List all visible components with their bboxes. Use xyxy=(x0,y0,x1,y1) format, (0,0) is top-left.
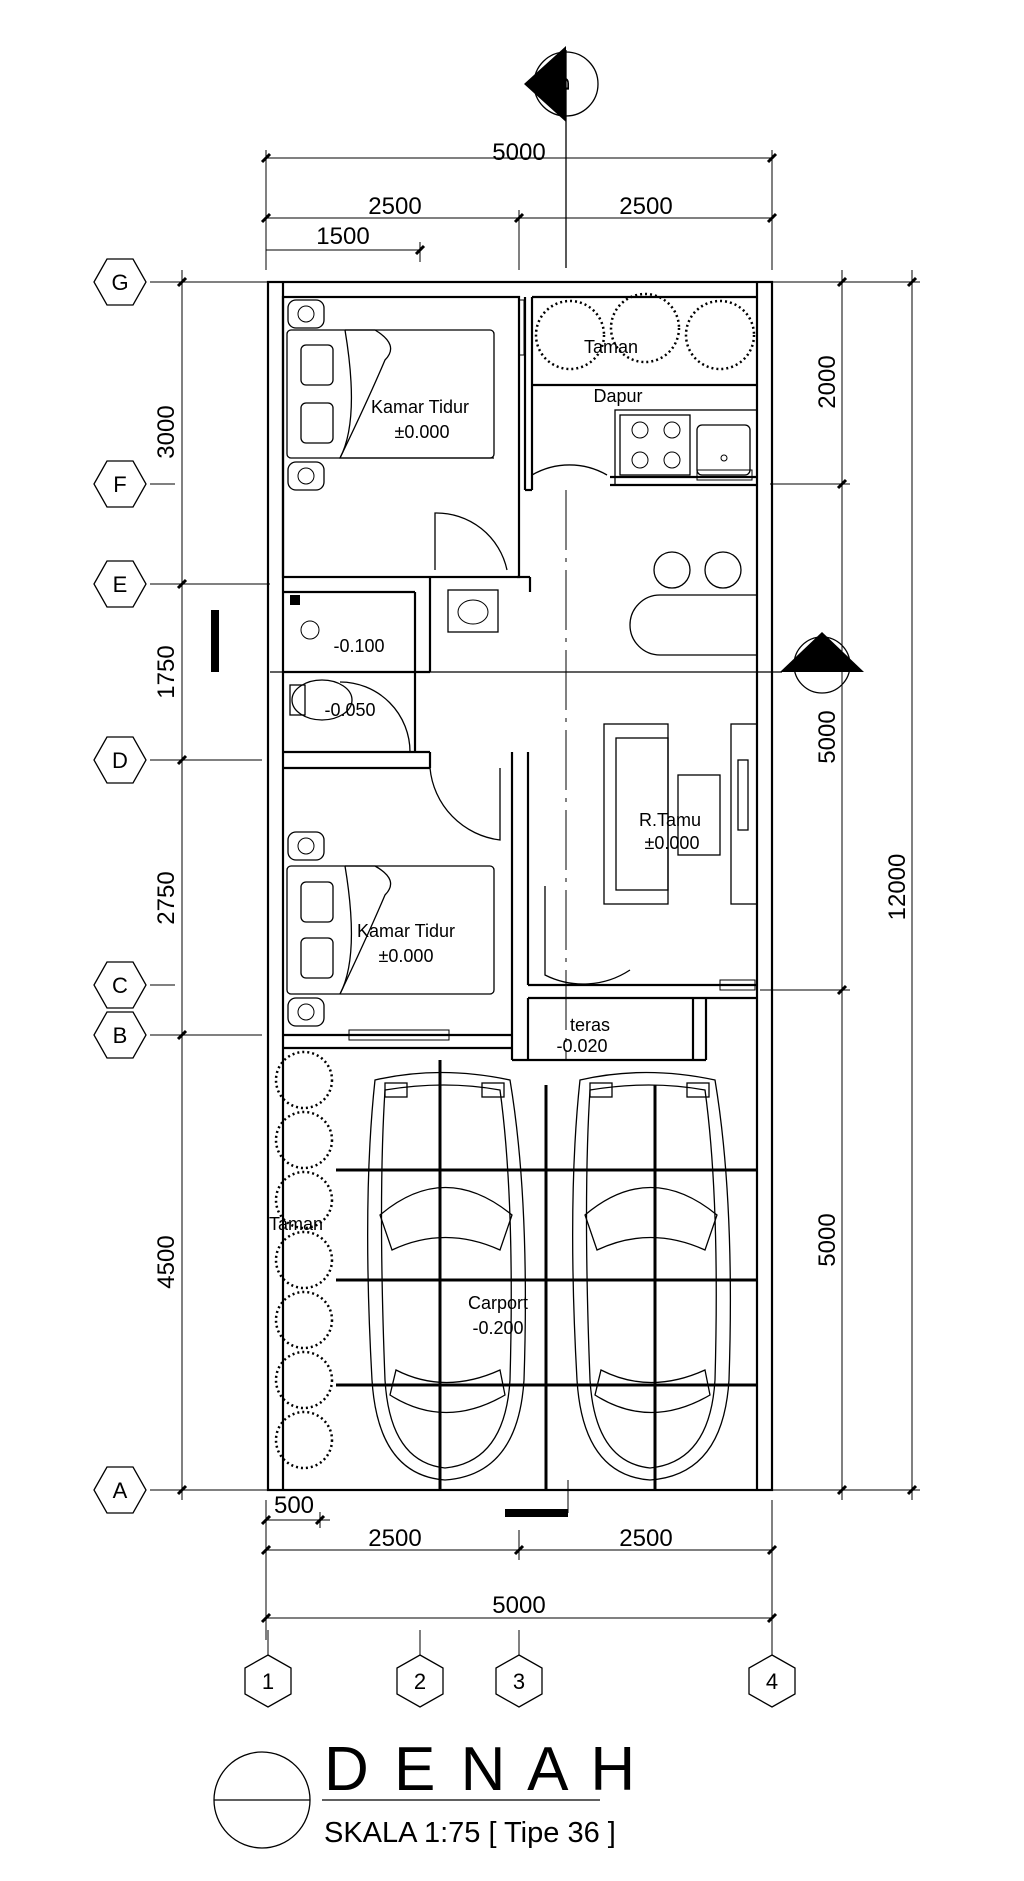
terrace-level: -0.020 xyxy=(556,1036,607,1056)
drawing-scale: SKALA 1:75 [ Tipe 36 ] xyxy=(324,1817,616,1849)
bed1-level: ±0.000 xyxy=(395,422,450,442)
grid-label-g: G xyxy=(111,270,128,295)
bottom-dimension-lines xyxy=(260,1500,778,1640)
grid-bubble-a xyxy=(93,1466,147,1514)
dim-left-b-a: 4500 xyxy=(153,1235,180,1288)
dim-left-g-f: 3000 xyxy=(153,405,180,458)
grid-label-3: 3 xyxy=(513,1669,525,1694)
section-label-a: A xyxy=(813,652,828,677)
bed-1 xyxy=(286,299,495,491)
bed2-level: ±0.000 xyxy=(379,946,434,966)
bathroom-fixtures xyxy=(289,589,499,721)
drawing-title: D E N A H xyxy=(324,1735,639,1804)
grid-bubble-4 xyxy=(748,1654,796,1708)
bed1-name: Kamar Tidur xyxy=(371,397,469,417)
grid-label-1: 1 xyxy=(262,1669,274,1694)
bath-level-1: -0.100 xyxy=(333,636,384,656)
bottom-grid-lines xyxy=(267,1630,773,1655)
dim-bottom-sub: 500 xyxy=(274,1492,314,1519)
grid-bubble-1 xyxy=(244,1654,292,1708)
grid-label-b: B xyxy=(113,1023,128,1048)
grid-label-4: 4 xyxy=(766,1669,778,1694)
garden-trees-top xyxy=(534,292,756,371)
car-left xyxy=(367,1071,527,1481)
living-room-name: R.Tamu xyxy=(639,810,701,830)
dim-right-total: 12000 xyxy=(884,854,911,921)
carport-level: -0.200 xyxy=(472,1318,523,1338)
grid-label-2: 2 xyxy=(414,1669,426,1694)
grid-label-a: A xyxy=(113,1478,128,1503)
dim-right-top: 2000 xyxy=(814,355,841,408)
dim-left-e-d: 1750 xyxy=(153,645,180,698)
kitchen-label: Dapur xyxy=(593,386,642,406)
bed2-name: Kamar Tidur xyxy=(357,921,455,941)
top-dimension-lines xyxy=(260,150,778,270)
title-symbol xyxy=(213,1751,600,1849)
dim-bottom-right: 2500 xyxy=(619,1525,672,1552)
grid-bubble-2 xyxy=(396,1654,444,1708)
grid-bubble-d xyxy=(93,736,147,784)
grid-bubble-g xyxy=(93,258,147,306)
dim-bottom-left: 2500 xyxy=(368,1525,421,1552)
dim-top-total: 5000 xyxy=(492,139,545,166)
dim-top-right: 2500 xyxy=(619,193,672,220)
dim-right-mid: 5000 xyxy=(814,710,841,763)
garden-side-label: Taman xyxy=(269,1214,323,1234)
living-room-level: ±0.000 xyxy=(645,833,700,853)
dim-right-bottom: 5000 xyxy=(814,1213,841,1266)
dim-top-left: 2500 xyxy=(368,193,421,220)
living-room-furniture xyxy=(603,723,758,905)
grid-bubble-c xyxy=(93,961,147,1009)
garden-trees-side xyxy=(274,1050,334,1470)
dim-bottom-total: 5000 xyxy=(492,1592,545,1619)
grid-label-c: C xyxy=(112,973,128,998)
dim-top-sub: 1500 xyxy=(316,223,369,250)
section-marker-a xyxy=(211,610,864,694)
section-marker-b xyxy=(524,46,599,268)
carport-name: Carport xyxy=(468,1293,528,1313)
grid-bubble-3 xyxy=(495,1654,543,1708)
kitchen-counter xyxy=(614,409,758,486)
car-right xyxy=(572,1071,732,1481)
left-grid-lines xyxy=(150,270,270,1500)
terrace-name: teras xyxy=(570,1015,610,1035)
carport-grid xyxy=(336,1060,757,1517)
grid-label-d: D xyxy=(112,748,128,773)
section-label-b: B xyxy=(549,77,574,92)
bed-2 xyxy=(286,831,495,1027)
doors xyxy=(339,299,756,1041)
dim-left-d-c: 2750 xyxy=(153,871,180,924)
grid-bubble-e xyxy=(93,560,147,608)
grid-label-e: E xyxy=(113,572,128,597)
bath-level-2: -0.050 xyxy=(324,700,375,720)
grid-bubble-b xyxy=(93,1011,147,1059)
grid-bubble-f xyxy=(93,460,147,508)
garden-top-label: Taman xyxy=(584,337,638,357)
dining-table xyxy=(629,551,758,656)
grid-label-f: F xyxy=(113,472,126,497)
right-dimension-lines xyxy=(760,270,920,1500)
